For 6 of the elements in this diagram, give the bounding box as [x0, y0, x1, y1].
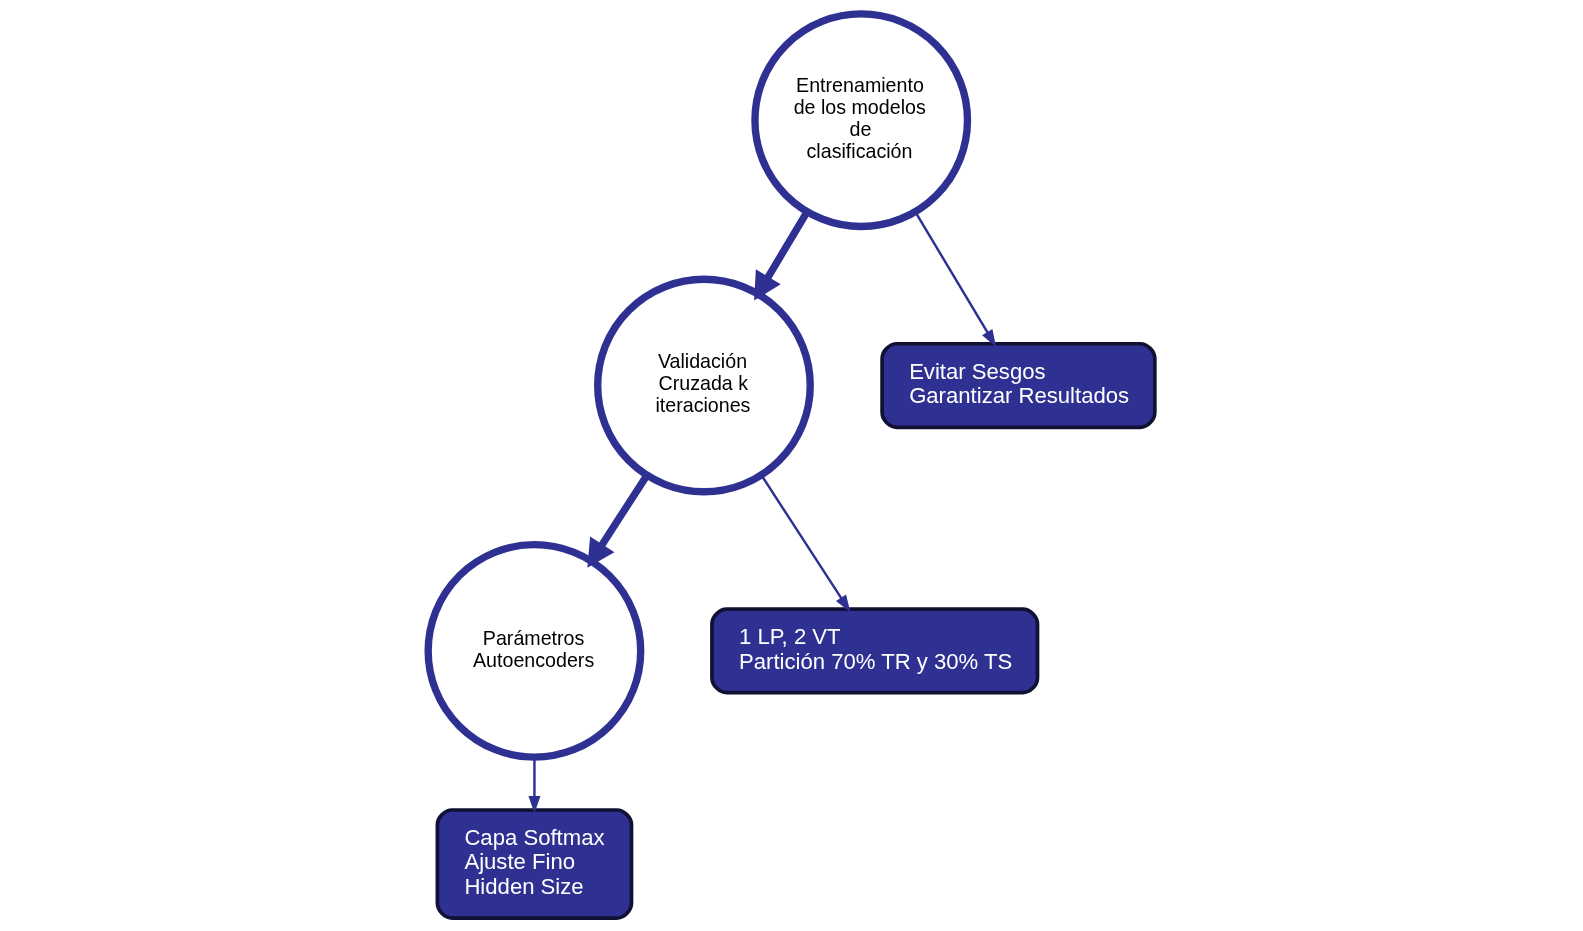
- node-circle: Entrenamiento de los modelos de clasificación: [751, 9, 972, 230]
- node-circle: Validación Cruzada k iteraciones: [594, 275, 814, 495]
- node-box: Evitar Sesgos Garantizar Resultados: [880, 341, 1157, 429]
- node-box: Capa Softmax Ajuste Fino Hidden Size: [435, 807, 634, 920]
- node-circle: Parámetros Autoencoders: [424, 540, 645, 761]
- node-box: 1 LP, 2 VT Partición 70% TR y 30% TS: [710, 606, 1040, 694]
